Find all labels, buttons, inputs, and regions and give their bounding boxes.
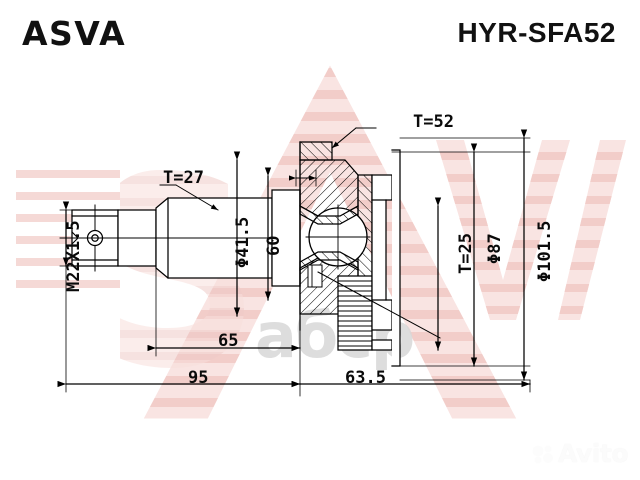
part-number: HYR-SFA52 xyxy=(457,17,616,48)
label-joint-splines: T=52 xyxy=(413,112,454,132)
label-joint-diameter: Φ87 xyxy=(485,233,505,264)
label-shaft-splines: T=27 xyxy=(163,168,204,188)
label-dim-95: 95 xyxy=(188,368,209,388)
brand-logo: ASVA xyxy=(22,14,127,53)
label-shaft-diameter: Φ41.5 xyxy=(233,216,253,268)
label-abs-ring-diameter: Φ101.5 xyxy=(535,220,555,282)
label-thread-spec: M22X1.5 xyxy=(64,220,84,292)
label-dim-65: 65 xyxy=(218,331,239,351)
label-abs-ring-teeth: T=25 xyxy=(456,233,476,274)
label-spline-length: 60 xyxy=(264,235,284,256)
label-dim-63-5: 63.5 xyxy=(345,368,386,388)
